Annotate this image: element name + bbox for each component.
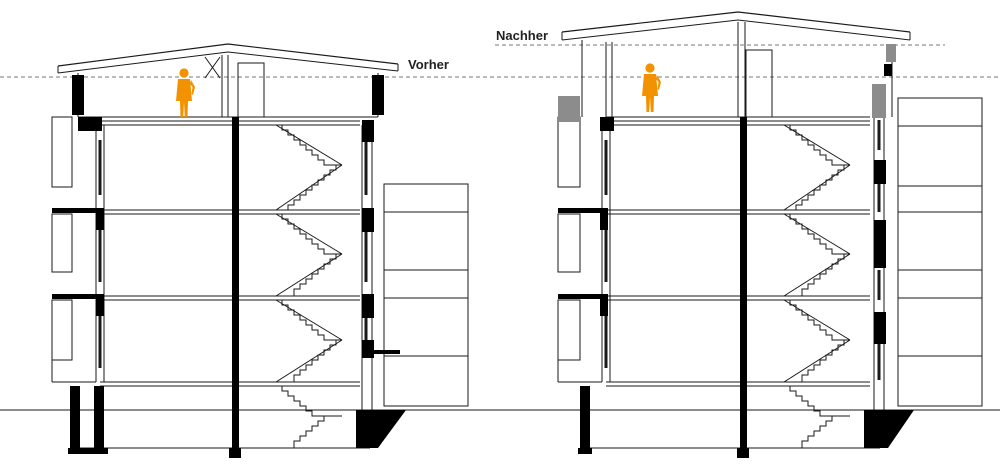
before-label: Vorher (408, 57, 449, 72)
before-roof (57, 43, 399, 67)
after-stair-flight-3 (784, 299, 850, 341)
after-stair-flight-2 (784, 213, 850, 255)
after-roof (561, 11, 911, 33)
before-building-section (51, 43, 469, 449)
after-stair-flight-1 (784, 124, 850, 166)
before-stair-flight-3 (276, 299, 342, 341)
before-stair-flight-4 (276, 385, 342, 417)
before-solid-structure (52, 75, 406, 458)
after-solid-structure (558, 64, 914, 458)
before-stair-flight-1 (276, 124, 342, 166)
before-stair-flight-2 (276, 213, 342, 255)
after-stair-flight-4 (784, 385, 850, 417)
after-person-figure (642, 63, 661, 112)
after-building-section (557, 11, 983, 449)
after-label: Nachher (496, 28, 549, 43)
before-person-figure (176, 68, 195, 117)
after-added-structure (558, 44, 896, 122)
